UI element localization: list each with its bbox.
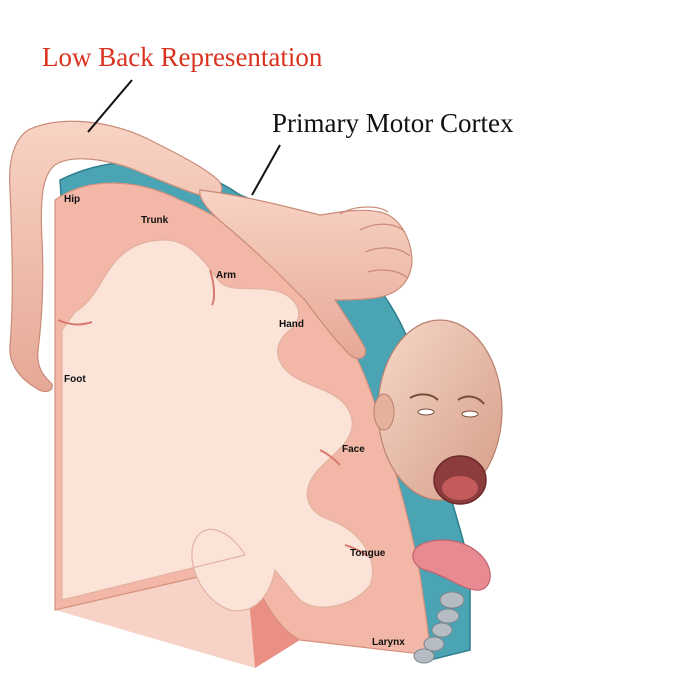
motor-cortex-leader-line [251, 144, 281, 196]
sulcus-line [209, 269, 216, 306]
white-matter [61, 239, 374, 612]
label-tongue: Tongue [350, 548, 386, 559]
low-back-leader-line [87, 79, 133, 133]
larynx-ring [436, 608, 460, 624]
leg-figure [9, 120, 223, 393]
tongue-figure [412, 539, 491, 591]
sulcus-line [57, 319, 93, 326]
cut-face-bottom [250, 560, 300, 668]
larynx-ring [431, 622, 453, 638]
label-trunk: Trunk [141, 215, 169, 226]
larynx-ring [413, 648, 435, 664]
label-face: Face [342, 444, 365, 455]
mouth-inner [442, 476, 478, 500]
larynx-ring [423, 636, 445, 652]
label-hip: Hip [64, 194, 81, 205]
larynx-ring [439, 591, 465, 609]
sulcus-line [319, 449, 341, 466]
eyebrow [409, 393, 439, 401]
finger [364, 247, 411, 257]
label-larynx: Larynx [372, 637, 405, 648]
sulcus-line [344, 544, 369, 557]
low-back-representation-title: Low Back Representation [42, 42, 323, 72]
eye [461, 410, 479, 418]
label-foot: Foot [64, 374, 86, 385]
eye [417, 408, 435, 416]
ear [373, 393, 395, 431]
finger [367, 269, 409, 279]
finger [359, 223, 406, 233]
eyebrow [457, 395, 485, 405]
finger [339, 206, 389, 215]
label-hand: Hand [279, 319, 304, 330]
primary-motor-cortex-title: Primary Motor Cortex [272, 108, 514, 138]
label-arm: Arm [216, 270, 237, 281]
